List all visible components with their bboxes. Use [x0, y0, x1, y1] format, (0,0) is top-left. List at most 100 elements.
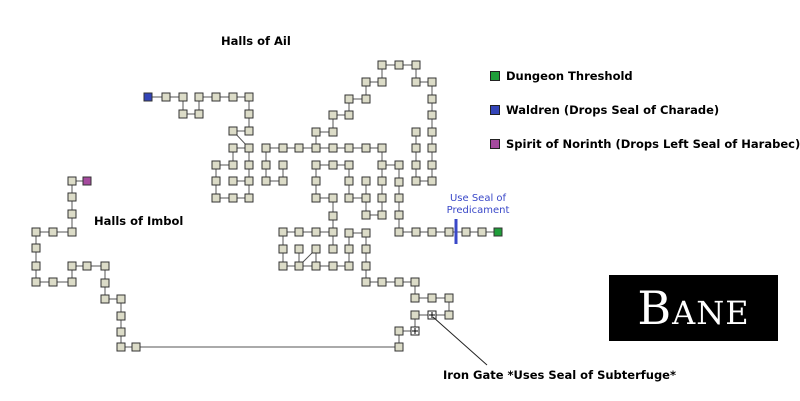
room [311, 244, 321, 254]
seal-note-text: Use Seal of Predicament [446, 193, 510, 216]
room [394, 227, 404, 237]
seal-of-predicament-note: Use Seal of Predicament [444, 193, 512, 217]
room [377, 160, 387, 170]
room [328, 110, 338, 120]
room [194, 92, 204, 102]
room [328, 143, 338, 153]
room [361, 277, 371, 287]
room [411, 60, 421, 70]
iron-gate-pointer [432, 316, 488, 366]
room [67, 192, 77, 202]
room [427, 77, 437, 87]
legend-label: Dungeon Threshold [506, 69, 633, 83]
room [411, 176, 421, 186]
room [377, 210, 387, 220]
room [311, 193, 321, 203]
room [427, 110, 437, 120]
room [194, 109, 204, 119]
room [361, 210, 371, 220]
room [278, 143, 288, 153]
room [361, 244, 371, 254]
room [278, 227, 288, 237]
room [294, 244, 304, 254]
room [411, 143, 421, 153]
room [244, 109, 254, 119]
room [410, 293, 420, 303]
room [67, 227, 77, 237]
room [427, 94, 437, 104]
room [361, 261, 371, 271]
purple-square-icon [490, 139, 500, 149]
room [228, 92, 238, 102]
halls-of-ail-label: Halls of Ail [221, 34, 291, 48]
blue-square-icon [490, 105, 500, 115]
room [100, 278, 110, 288]
room [48, 277, 58, 287]
room [100, 261, 110, 271]
corridors [35, 64, 498, 348]
room [377, 143, 387, 153]
room [244, 193, 254, 203]
room [228, 160, 238, 170]
marked-room [143, 92, 153, 102]
room [228, 193, 238, 203]
room [344, 228, 354, 238]
room [344, 261, 354, 271]
room [178, 109, 188, 119]
room [328, 127, 338, 137]
room [116, 327, 126, 337]
room [361, 176, 371, 186]
room [361, 77, 371, 87]
room [427, 143, 437, 153]
room [394, 193, 404, 203]
room [278, 244, 288, 254]
room [311, 261, 321, 271]
room [427, 227, 437, 237]
room [294, 227, 304, 237]
room [161, 92, 171, 102]
room [328, 244, 338, 254]
corridor-path [298, 247, 317, 268]
room [344, 244, 354, 254]
room [394, 342, 404, 352]
room [31, 243, 41, 253]
legend-label: Spirit of Norinth (Drops Left Seal of Ha… [506, 137, 800, 151]
room [31, 277, 41, 287]
room [394, 60, 404, 70]
room [344, 176, 354, 186]
room [377, 193, 387, 203]
room [394, 177, 404, 187]
room [328, 211, 338, 221]
room [411, 227, 421, 237]
legend-item-dungeon-threshold: Dungeon Threshold [490, 69, 633, 83]
room [394, 326, 404, 336]
room [100, 294, 110, 304]
legend-item-waldren: Waldren (Drops Seal of Charade) [490, 103, 719, 117]
room [278, 176, 288, 186]
room [411, 160, 421, 170]
room [361, 193, 371, 203]
room [48, 227, 58, 237]
room [328, 193, 338, 203]
room [294, 261, 304, 271]
room [228, 176, 238, 186]
room [411, 77, 421, 87]
iron-gate-label: Iron Gate *Uses Seal of Subterfuge* [443, 368, 676, 382]
room [261, 160, 271, 170]
room [328, 160, 338, 170]
room [344, 110, 354, 120]
room [361, 228, 371, 238]
room [82, 261, 92, 271]
room [344, 193, 354, 203]
room [377, 176, 387, 186]
room [31, 261, 41, 271]
rooms [31, 60, 503, 352]
room [278, 160, 288, 170]
room [361, 94, 371, 104]
room [328, 261, 338, 271]
room [228, 126, 238, 136]
room [244, 176, 254, 186]
room [67, 277, 77, 287]
room [444, 310, 454, 320]
room [344, 94, 354, 104]
